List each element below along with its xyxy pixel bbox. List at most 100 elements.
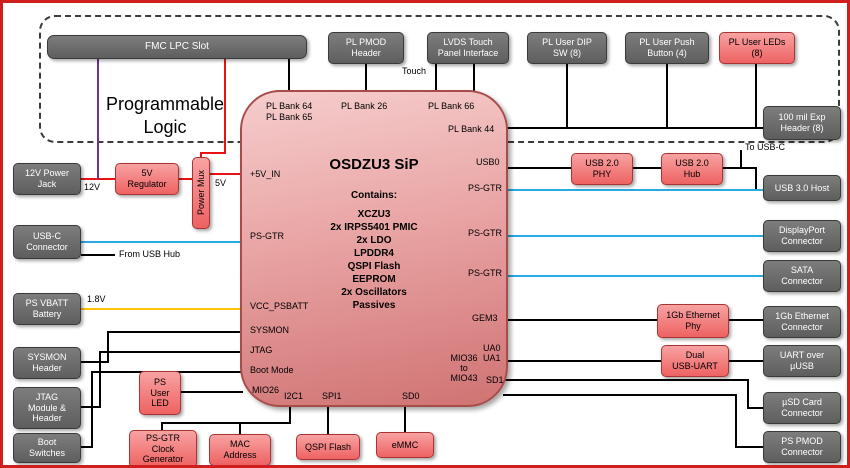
pin-pl-bank-26: PL Bank 26 <box>341 101 388 111</box>
to-usbc-label: To USB-C <box>745 142 786 152</box>
psgtr-clock-generator-box: PS-GTR Clock Generator <box>129 430 197 465</box>
sip-contains-label: Contains: <box>350 190 398 201</box>
pin-spi1: SPI1 <box>322 391 342 401</box>
pin-sysmon: SYSMON <box>250 325 290 335</box>
power-mux-box: Power Mux <box>192 157 210 229</box>
ps-pmod-connector-box: PS PMOD Connector <box>763 431 841 463</box>
wire-pushbtn-down <box>666 64 668 128</box>
sysmon-header-box: SYSMON Header <box>13 347 81 379</box>
boot-switches-box: Boot Switches <box>13 433 81 463</box>
wire-sysmon-h <box>107 331 243 333</box>
from-usb-hub-label: From USB Hub <box>119 249 181 259</box>
wire-i2c1-mac <box>239 422 241 435</box>
pin-mio36-to-mio43: MIO36 to MIO43 <box>450 353 478 383</box>
pin-ps-gtr-r1: PS-GTR <box>468 183 503 193</box>
wire-fmc-to-plbank64 <box>288 59 290 93</box>
wire-lvds-to-plbank66 <box>473 64 475 93</box>
exp-header-100mil-box: 100 mil Exp Header (8) <box>763 106 841 140</box>
1v8-wire-label: 1.8V <box>87 294 106 304</box>
usbc-connector-box: USB-C Connector <box>13 225 81 259</box>
wire-regulator-to-mux <box>179 178 192 180</box>
wire-vbatt <box>81 308 243 310</box>
5v-wire-label: 5V <box>215 178 227 188</box>
lvds-touch-panel-box: LVDS Touch Panel Interface <box>427 32 509 64</box>
wire-usbc-psgtr <box>81 241 243 243</box>
wire-i2c1-bus <box>161 422 291 424</box>
usd-card-connector-box: µSD Card Connector <box>763 392 841 424</box>
ps-user-led-box: PS User LED <box>139 371 181 415</box>
wire-phy-hub <box>633 167 661 169</box>
wire-plbank44-bus <box>503 127 763 129</box>
usb2-phy-box: USB 2.0 PHY <box>571 153 633 185</box>
sata-connector-box: SATA Connector <box>763 260 841 292</box>
wire-jtag-h <box>99 351 243 353</box>
ethernet-connector-box: 1Gb Ethernet Connector <box>763 306 841 338</box>
qspi-flash-box: QSPI Flash <box>296 434 360 460</box>
pin-usb0: USB0 <box>476 157 500 167</box>
pin-jtag: JTAG <box>250 345 273 355</box>
wire-leds-down <box>755 64 757 128</box>
wire-from-usb-hub-stub <box>81 254 115 256</box>
wire-dipsw-down <box>566 64 568 128</box>
wire-sd1-h <box>503 379 749 381</box>
wire-mio-pmod-h2 <box>735 446 763 448</box>
fmc-lpc-slot-box: FMC LPC Slot <box>47 35 307 59</box>
pin-pl-bank-66: PL Bank 66 <box>428 101 475 111</box>
wire-12v-jack-to-regulator <box>81 178 115 180</box>
pin-ua1: UA1 <box>483 353 501 363</box>
wire-sysmon-h2 <box>81 361 109 363</box>
power-mux-label: Power Mux <box>195 170 206 216</box>
wire-psgtr-displayport <box>503 235 763 237</box>
pin-gem3: GEM3 <box>472 313 498 323</box>
sip-title: OSDZU3 SiP <box>329 156 419 173</box>
pl-user-push-button-box: PL User Push Button (4) <box>625 32 709 64</box>
wire-to-usbc-branch <box>740 150 742 168</box>
uart-over-uusb-box: UART over µUSB <box>763 345 841 377</box>
pin-i2c1: I2C1 <box>284 391 304 401</box>
wire-fmc-power-h <box>200 152 226 154</box>
mac-address-box: MAC Address <box>209 434 271 465</box>
wire-usb0-phy <box>503 167 571 169</box>
jtag-module-header-box: JTAG Module & Header <box>13 387 81 429</box>
wire-mux-to-5vin <box>210 173 243 175</box>
usb2-hub-box: USB 2.0 Hub <box>661 153 723 185</box>
wire-bootmode-h2 <box>81 446 93 448</box>
wire-psgtr-usb3 <box>503 189 763 191</box>
sip-content-item: EEPROM <box>352 274 396 285</box>
sip-content-item: 2x IRPS5401 PMIC <box>330 222 418 233</box>
pin-vcc-psbatt: VCC_PSBATT <box>250 301 309 311</box>
sip-content-item: QSPI Flash <box>347 261 401 272</box>
pin-5v-in: +5V_IN <box>250 169 281 179</box>
wire-fmc-power-down <box>224 59 226 154</box>
wire-psgtr-sata <box>503 275 763 277</box>
ps-vbatt-battery-box: PS VBATT Battery <box>13 293 81 325</box>
emmc-box: eMMC <box>376 432 434 458</box>
pin-sd0: SD0 <box>402 391 420 401</box>
dual-usb-uart-box: Dual USB-UART <box>661 345 729 377</box>
wire-fmc-power-to-mux <box>200 152 202 159</box>
wire-phy-ethconn <box>729 319 763 321</box>
5v-regulator-box: 5V Regulator <box>115 163 179 195</box>
pin-sd1: SD1 <box>486 375 504 385</box>
wire-pmod-to-plbank26 <box>365 64 367 93</box>
pin-pl-bank-65: PL Bank 65 <box>266 112 313 122</box>
wire-i2c1-clockgen <box>161 422 163 431</box>
wire-i2c1-v <box>289 401 291 424</box>
sip-content-item: LPDDR4 <box>353 248 394 259</box>
wire-sysmon-v <box>107 331 109 363</box>
touch-wire-label: Touch <box>402 66 427 76</box>
sip-contents-list: XCZU3 2x IRPS5401 PMIC 2x LDO LPDDR4 QSP… <box>242 208 506 312</box>
ethernet-phy-box: 1Gb Ethernet Phy <box>657 304 729 338</box>
pin-boot-mode: Boot Mode <box>250 365 294 375</box>
usb3-host-box: USB 3.0 Host <box>763 175 841 201</box>
12v-wire-label: 12V <box>84 182 101 192</box>
pin-pl-bank-44: PL Bank 44 <box>448 124 495 134</box>
wire-bootmode-v <box>91 371 93 448</box>
wire-jtag-v <box>99 351 101 408</box>
displayport-connector-box: DisplayPort Connector <box>763 220 841 252</box>
pin-ps-gtr-r2: PS-GTR <box>468 228 503 238</box>
wire-mio-pmod-h <box>503 394 737 396</box>
wire-hub-host-v <box>755 167 757 191</box>
wire-spi1-qspi <box>327 401 329 435</box>
